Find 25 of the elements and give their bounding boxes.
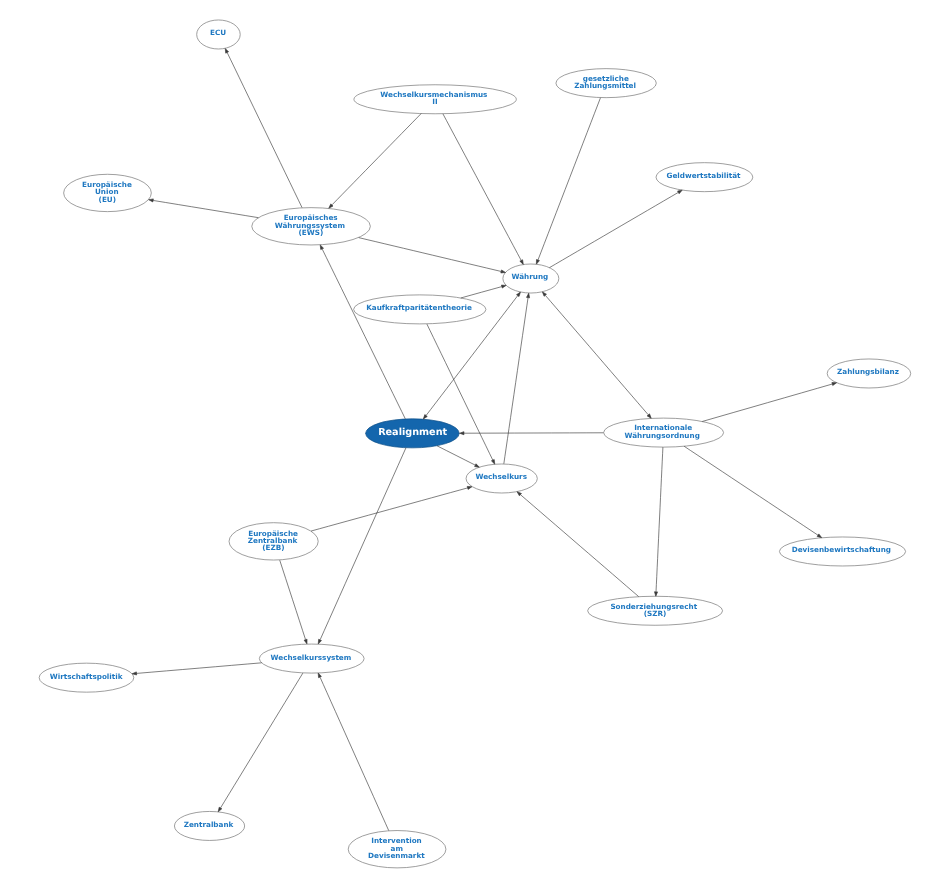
arrow	[422, 291, 520, 420]
arrow	[535, 97, 600, 265]
arrow	[653, 446, 663, 597]
arrow	[435, 445, 479, 468]
arrow	[441, 113, 523, 265]
arrow	[541, 291, 651, 419]
arrow	[548, 189, 682, 268]
arrow	[147, 198, 258, 218]
arrow	[425, 323, 495, 465]
arrow	[502, 292, 529, 465]
arrow	[357, 237, 505, 274]
arrow	[316, 447, 406, 645]
arrow	[223, 48, 302, 208]
arrow	[700, 382, 836, 422]
arrow	[458, 431, 603, 436]
arrow	[216, 672, 303, 813]
arrow	[130, 662, 262, 676]
arrow	[309, 486, 472, 532]
arrow	[515, 491, 639, 597]
arrow	[459, 284, 506, 299]
arrow	[318, 244, 405, 420]
arrow	[327, 113, 421, 209]
arrow	[316, 672, 389, 831]
arrow	[682, 445, 821, 538]
arrow	[278, 559, 307, 645]
